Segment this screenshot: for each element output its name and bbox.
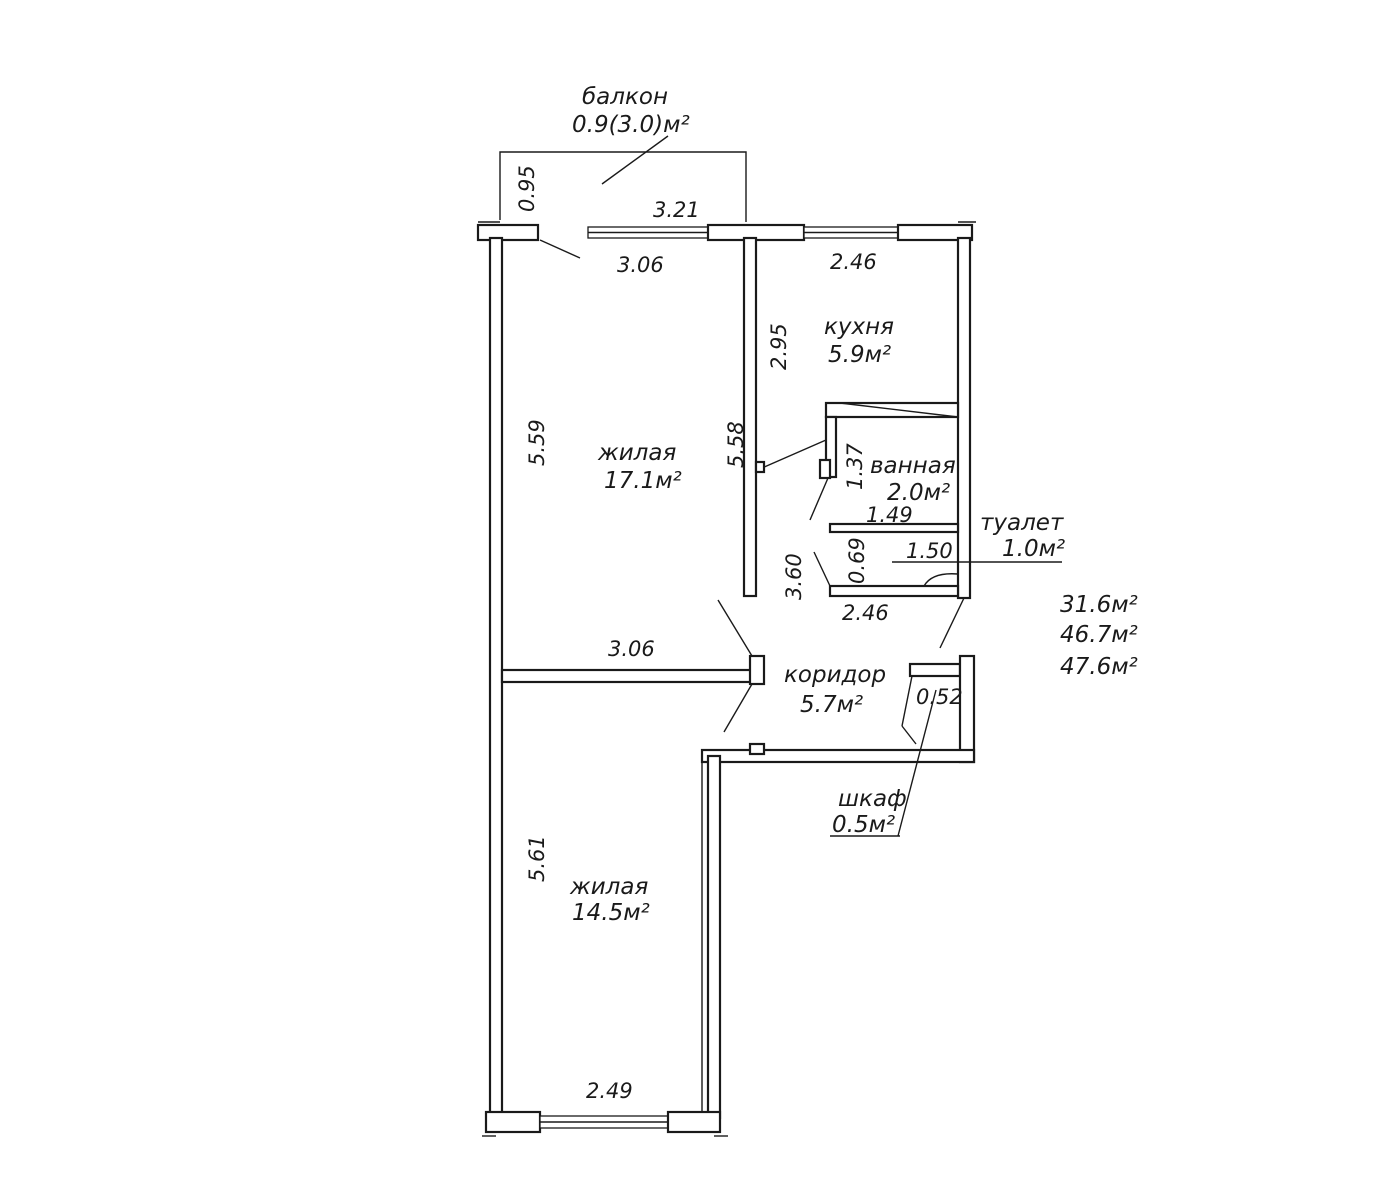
corridor-area: 5.7м² — [800, 692, 863, 718]
wall-living2-right — [706, 754, 722, 1120]
wall-right-lower — [958, 654, 976, 764]
wardrobe-area: 0.5м² — [832, 812, 895, 838]
balcony-name: балкон — [582, 84, 668, 110]
living1-area: 17.1м² — [604, 468, 682, 494]
wall-corridor-bottom — [700, 748, 976, 764]
wall-top-right-pier — [896, 223, 974, 242]
dim-living2-length: 5.61 — [525, 835, 549, 882]
dim-kitchen-width: 2.46 — [830, 250, 877, 274]
dim-balcony-depth: 0.95 — [515, 165, 539, 212]
living2-name: жилая — [569, 874, 648, 900]
door-swing-balcony — [539, 239, 581, 259]
dim-balcony-width: 3.21 — [653, 198, 700, 222]
door-swing-living1 — [717, 599, 753, 657]
living1-name: жилая — [597, 440, 676, 466]
balcony-leader — [601, 135, 669, 185]
door-swing-toilet — [813, 551, 831, 587]
wardrobe-leader — [897, 689, 937, 837]
door-swing-bath — [809, 477, 829, 521]
kitchen-name: кухня — [824, 314, 894, 340]
dim-living1-right: 5.58 — [724, 421, 748, 468]
wall-toilet-bottom — [828, 584, 960, 598]
wall-living1-living2 — [500, 668, 754, 684]
corridor-name: коридор — [784, 662, 886, 688]
toilet-area: 1.0м² — [1002, 536, 1065, 562]
dim-bath-depth: 1.37 — [843, 443, 867, 490]
living2-area: 14.5м² — [572, 900, 650, 926]
total-area-3: 47.6м² — [1060, 654, 1138, 680]
dim-living1-length: 5.59 — [525, 419, 549, 466]
door-swing-living2 — [723, 683, 753, 733]
bathroom-name: ванная — [870, 453, 956, 479]
wall-wardrobe-top — [908, 662, 962, 678]
wall-bottom-right-pier — [666, 1110, 722, 1134]
dim-kitchen-depth: 2.95 — [767, 323, 791, 370]
wall-top-left-pier — [476, 223, 540, 242]
balcony-area: 0.9(3.0)м² — [572, 112, 690, 138]
dim-wardrobe-width: 0.52 — [916, 685, 963, 709]
bathroom-area: 2.0м² — [887, 480, 950, 506]
total-area-1: 31.6м² — [1060, 592, 1138, 618]
wardrobe-door — [901, 675, 913, 727]
wall-bottom-left-pier — [484, 1110, 542, 1134]
wall-right-exterior — [956, 236, 972, 600]
dim-living2-width: 2.49 — [586, 1079, 633, 1103]
kitchen-area: 5.9м² — [828, 342, 891, 368]
dim-toilet-width: 1.50 — [906, 539, 953, 563]
wall-bath-toilet — [828, 522, 960, 534]
dim-corridor-length: 3.60 — [782, 553, 806, 600]
dim-corridor-width: 2.46 — [842, 601, 889, 625]
wardrobe-name: шкаф — [838, 786, 907, 812]
total-area-2: 46.7м² — [1060, 622, 1138, 648]
dim-bath-width: 1.49 — [866, 503, 913, 527]
toilet-name: туалет — [980, 510, 1064, 536]
dim-living1-bottom: 3.06 — [608, 637, 655, 661]
kitchen-door-swing — [761, 439, 827, 469]
dim-living1-top: 3.06 — [617, 253, 664, 277]
wall-living1-kitchen — [742, 236, 758, 598]
dim-toilet-depth: 0.69 — [845, 537, 869, 584]
door-swing-entrance — [939, 597, 965, 649]
balcony-outline — [499, 151, 747, 222]
wall-left-exterior — [488, 236, 504, 1120]
